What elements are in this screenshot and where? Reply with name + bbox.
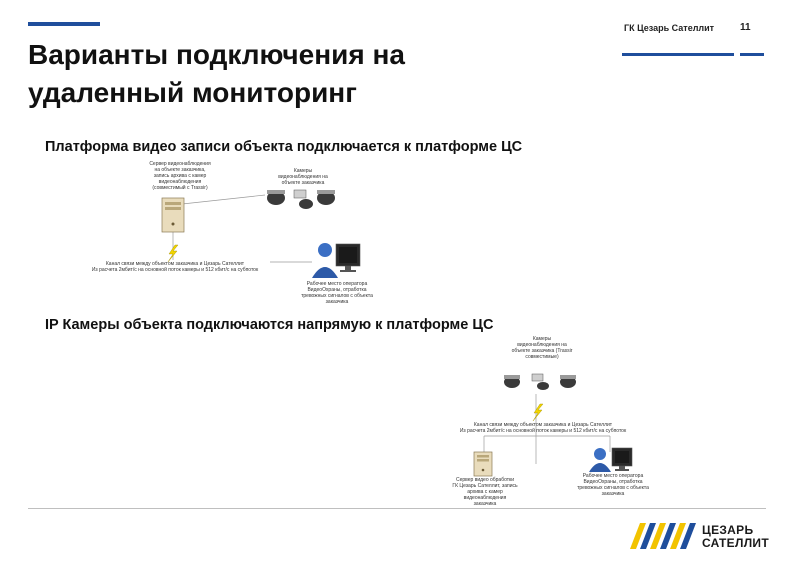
logo-stripes-icon xyxy=(630,523,696,549)
camera-icon-3 xyxy=(560,375,576,388)
d1-channel-label: Канал связи между объектом заказчика и Ц… xyxy=(91,261,259,273)
top-right-accent-bar-end xyxy=(740,53,764,56)
slide-title-line-2: удаленный мониторинг xyxy=(28,77,357,108)
camera-icon-3 xyxy=(317,190,335,205)
operator-person-icon xyxy=(589,448,611,472)
company-logo: ЦЕЗАРЬ САТЕЛЛИТ xyxy=(628,523,778,551)
logo-text-line-1: ЦЕЗАРЬ xyxy=(702,523,754,537)
section-1-heading: Платформа видео записи объекта подключае… xyxy=(45,139,523,155)
company-name: ГК Цезарь Сателлит xyxy=(624,23,715,33)
diagram-1-graphics xyxy=(161,189,361,278)
operator-person-icon xyxy=(312,243,338,278)
monitor-icon xyxy=(335,243,361,272)
section-2-heading: IP Камеры объекта подключаются напрямую … xyxy=(45,317,494,333)
server-icon xyxy=(161,197,185,233)
top-right-accent-bar xyxy=(622,53,734,56)
top-left-accent-bar xyxy=(28,22,100,26)
server-icon xyxy=(473,451,493,477)
logo-text-line-2: САТЕЛЛИТ xyxy=(702,536,769,550)
slide-title-line-1: Варианты подключения на xyxy=(28,39,405,70)
diagram-2-graphics xyxy=(473,373,633,477)
camera-icon-2 xyxy=(531,373,549,390)
slide-title: Варианты подключения на удаленный монито… xyxy=(28,36,405,112)
line-server-cameras xyxy=(172,194,266,206)
camera-icon-1 xyxy=(267,190,285,205)
lightning-icon xyxy=(532,403,544,422)
d2-channel-label: Канал связи между объектом заказчика и Ц… xyxy=(459,422,627,434)
lightning-icon xyxy=(167,244,179,263)
camera-icon-2 xyxy=(293,189,313,209)
camera-icon-1 xyxy=(504,375,520,388)
monitor-icon xyxy=(611,447,633,471)
page-number: 11 xyxy=(740,22,751,33)
footer-divider xyxy=(28,508,766,509)
